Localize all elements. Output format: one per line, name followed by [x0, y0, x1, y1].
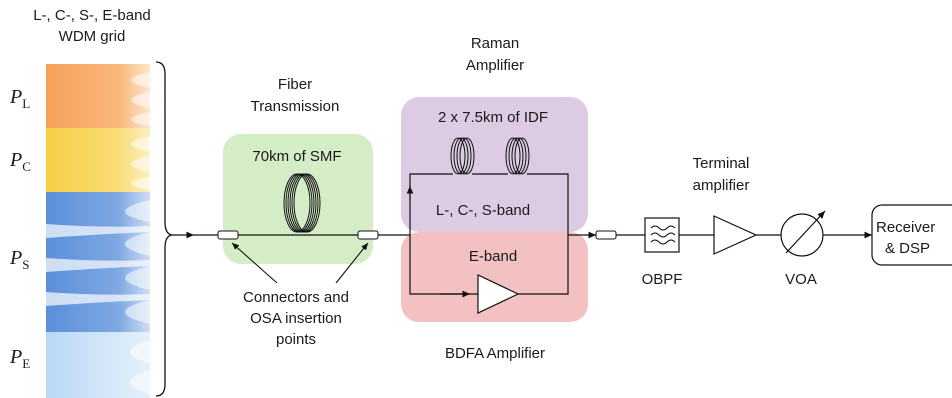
idf-label: 2 x 7.5km of IDF — [438, 109, 548, 126]
e-band-label: E-band — [469, 248, 517, 265]
voa-attenuator-icon — [780, 210, 826, 257]
svg-text:PS: PS — [9, 247, 29, 272]
power-label-e: PE — [9, 346, 30, 371]
power-label-c: PC — [9, 149, 31, 174]
voa-label: VOA — [785, 271, 817, 288]
power-label-s: PS — [9, 247, 29, 272]
band-e — [46, 332, 150, 398]
svg-text:PE: PE — [9, 346, 30, 371]
connector-3 — [595, 230, 617, 240]
power-subscript: L — [22, 96, 30, 111]
obpf-filter-icon — [644, 217, 680, 253]
connectors-label-line3: points — [276, 331, 316, 348]
raman-amplifier-box — [401, 97, 588, 232]
connector-1 — [217, 230, 239, 240]
connector-pointer — [231, 242, 278, 284]
terminal-amplifier-icon — [713, 215, 758, 255]
power-symbol: P — [9, 86, 22, 108]
raman-title-line1: Raman — [471, 35, 519, 52]
connectors-label-line1: Connectors and — [243, 289, 349, 306]
raman-title-line2: Amplifier — [466, 57, 524, 74]
bdfa-amplifier-icon — [477, 274, 520, 314]
power-subscript: C — [22, 159, 31, 174]
fiber-transmission-box — [223, 134, 373, 264]
connector-2 — [357, 230, 379, 240]
fiber-title-line1: Fiber — [278, 76, 312, 93]
bdfa-label: BDFA Amplifier — [445, 345, 545, 362]
svg-text:PC: PC — [9, 149, 31, 174]
connectors-label-line2: OSA insertion — [250, 310, 342, 327]
receiver-label-line2: & DSP — [885, 240, 930, 257]
obpf-label: OBPF — [642, 271, 683, 288]
power-symbol: P — [9, 346, 22, 368]
fiber-title-line2: Transmission — [251, 98, 340, 115]
grid-bracket — [155, 61, 173, 397]
power-subscript: E — [22, 356, 30, 371]
idf-coil-icon — [450, 137, 475, 175]
receiver-label-line1: Receiver — [876, 219, 935, 236]
power-symbol: P — [9, 247, 22, 269]
signal-path — [172, 173, 872, 295]
power-label-l: PL — [9, 86, 30, 111]
lcs-band-label: L-, C-, S-band — [436, 202, 530, 219]
grid-title-line1: L-, C-, S-, E-band — [33, 7, 151, 24]
wdm-spectrum — [46, 64, 150, 398]
band-l — [46, 64, 150, 128]
grid-title-line2: WDM grid — [59, 28, 126, 45]
connector-pointer — [335, 242, 369, 284]
bdfa-amplifier-box — [401, 232, 588, 322]
power-subscript: S — [22, 257, 29, 272]
terminal-label-line1: Terminal — [693, 155, 750, 172]
terminal-label-line2: amplifier — [693, 177, 750, 194]
band-c — [46, 128, 150, 192]
smf-coil-icon — [283, 173, 321, 233]
idf-coil-icon — [505, 137, 530, 175]
receiver-dsp-box — [871, 204, 952, 266]
svg-text:PL: PL — [9, 86, 30, 111]
power-symbol: P — [9, 149, 22, 171]
smf-label: 70km of SMF — [252, 148, 341, 165]
